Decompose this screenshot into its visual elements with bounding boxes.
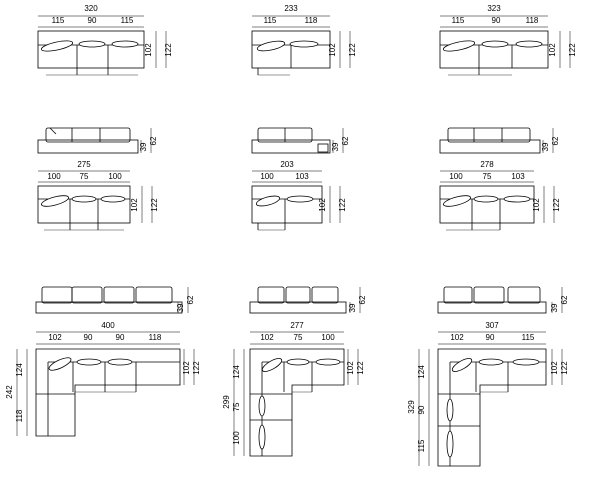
module-4-plan: 275 100 75 100 102 122 xyxy=(37,160,159,231)
module-6-plan: 278 100 75 103 102 122 xyxy=(439,160,561,231)
m2-overall-dim: 233 xyxy=(284,4,298,13)
m7-seg-2-dim: 90 xyxy=(84,333,93,342)
m1-seg-2-dim: 90 xyxy=(88,16,97,25)
m1-seg-1-dim: 115 xyxy=(52,16,65,25)
m9-seg-1-dim: 102 xyxy=(450,333,464,342)
m8-seg-3-dim: 100 xyxy=(321,333,335,342)
m6-seg-3-dim: 103 xyxy=(511,172,525,181)
m7-seg-4-dim: 118 xyxy=(149,333,162,342)
m8-height-back: 62 xyxy=(358,295,367,304)
cushion-icon xyxy=(40,40,74,52)
m3-depth-outer: 122 xyxy=(568,43,577,57)
m6-overall-dim: 278 xyxy=(480,160,494,169)
m7-height-back: 62 xyxy=(186,295,195,304)
m9-depth-inner: 102 xyxy=(550,361,559,375)
m9-side-c: 115 xyxy=(417,439,426,452)
module-9-plan: 307 102 90 115 329 124 90 115 102 122 xyxy=(407,321,569,467)
m5-seg-2-dim: 103 xyxy=(295,172,309,181)
m8-overall-dim: 277 xyxy=(290,321,304,330)
m9-depth-outer: 122 xyxy=(560,361,569,375)
module-6-elevation: 39 62 xyxy=(439,127,560,154)
m8-side-c: 100 xyxy=(232,431,241,445)
m3-depth-inner: 102 xyxy=(548,43,557,57)
m7-seg-3-dim: 90 xyxy=(116,333,125,342)
m4-overall-dim: 275 xyxy=(77,160,91,169)
m7-side-b: 118 xyxy=(15,409,24,422)
m5-seg-1-dim: 100 xyxy=(260,172,274,181)
m6-depth-outer: 122 xyxy=(552,198,561,212)
m7-side-total: 242 xyxy=(5,385,14,399)
m8-height-seat: 39 xyxy=(348,303,357,312)
m9-height-seat: 39 xyxy=(550,303,559,312)
m5-depth-inner: 102 xyxy=(318,198,327,212)
m3-seg-3-dim: 118 xyxy=(526,16,539,25)
m2-seg-2-dim: 118 xyxy=(305,16,318,25)
m9-seg-2-dim: 90 xyxy=(486,333,495,342)
m6-height-back: 62 xyxy=(551,136,560,145)
module-7-plan: 400 102 90 90 118 242 124 118 102 122 xyxy=(5,321,201,437)
m3-overall-dim: 323 xyxy=(487,4,501,13)
m4-seg-1-dim: 100 xyxy=(47,172,61,181)
module-5-plan: 203 100 103 102 122 xyxy=(251,160,347,231)
m9-side-a: 124 xyxy=(417,365,426,379)
module-4-elevation: 39 62 xyxy=(37,127,158,154)
m9-overall-dim: 307 xyxy=(485,321,499,330)
m9-height-back: 62 xyxy=(560,295,569,304)
m4-height-back: 62 xyxy=(149,136,158,145)
m9-side-b: 90 xyxy=(417,405,426,414)
m6-depth-inner: 102 xyxy=(532,198,541,212)
module-8-elevation: 39 62 xyxy=(249,286,367,314)
m8-seg-1-dim: 102 xyxy=(260,333,274,342)
m4-seg-2-dim: 75 xyxy=(80,172,89,181)
module-5-elevation: 39 62 xyxy=(251,127,350,154)
m6-seg-2-dim: 75 xyxy=(483,172,492,181)
m8-seg-2-dim: 75 xyxy=(294,333,303,342)
m2-depth-inner: 102 xyxy=(328,43,337,57)
sofa-plan-outline xyxy=(37,30,145,69)
m7-height-seat: 39 xyxy=(176,303,185,312)
m4-seg-3-dim: 100 xyxy=(108,172,122,181)
m8-side-total: 299 xyxy=(222,395,231,409)
module-1-plan: 320 115 90 115 102 122 xyxy=(37,4,173,76)
m2-depth-outer: 122 xyxy=(348,43,357,57)
module-7-elevation: 39 62 xyxy=(35,286,195,314)
m8-depth-inner: 102 xyxy=(346,361,355,375)
m6-height-seat: 39 xyxy=(541,142,550,151)
m7-side-a: 124 xyxy=(15,363,24,377)
m7-depth-outer: 122 xyxy=(192,361,201,375)
m1-seg-3-dim: 115 xyxy=(121,16,134,25)
m5-depth-outer: 122 xyxy=(338,198,347,212)
m1-overall-dim: 320 xyxy=(84,4,98,13)
m1-depth-inner: 102 xyxy=(144,43,153,57)
module-8-plan: 277 102 75 100 299 124 75 100 102 122 xyxy=(222,321,365,457)
m4-depth-inner: 102 xyxy=(130,198,139,212)
m4-depth-outer: 122 xyxy=(150,198,159,212)
m5-height-back: 62 xyxy=(341,136,350,145)
m4-height-seat: 39 xyxy=(139,142,148,151)
m6-seg-1-dim: 100 xyxy=(449,172,463,181)
m8-side-a: 124 xyxy=(232,365,241,379)
m3-seg-2-dim: 90 xyxy=(492,16,501,25)
m5-overall-dim: 203 xyxy=(280,160,294,169)
module-3-plan: 323 115 90 118 102 122 xyxy=(439,4,577,76)
m9-seg-3-dim: 115 xyxy=(522,333,535,342)
m7-depth-inner: 102 xyxy=(182,361,191,375)
m5-height-seat: 39 xyxy=(331,142,340,151)
m8-side-b: 75 xyxy=(232,402,241,411)
m8-depth-outer: 122 xyxy=(356,361,365,375)
m7-seg-1-dim: 102 xyxy=(48,333,62,342)
m1-depth-outer: 122 xyxy=(164,43,173,57)
m7-overall-dim: 400 xyxy=(101,321,115,330)
module-9-elevation: 39 62 xyxy=(437,286,569,314)
module-2-plan: 233 115 118 102 122 xyxy=(251,4,357,76)
m9-side-total: 329 xyxy=(407,400,416,414)
m3-seg-1-dim: 115 xyxy=(452,16,465,25)
m2-seg-1-dim: 115 xyxy=(264,16,277,25)
